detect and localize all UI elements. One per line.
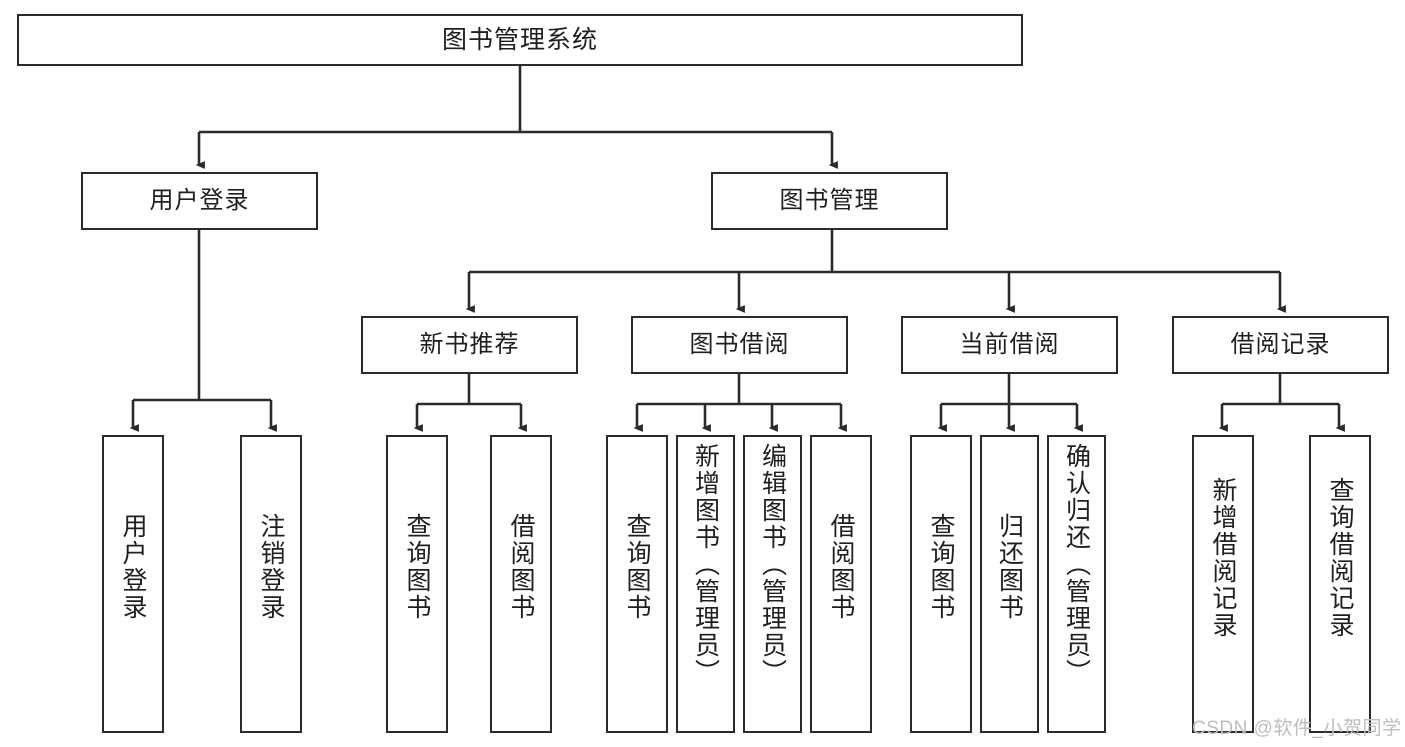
node-label: 图书管理	[779, 187, 880, 215]
leaf-borrow-book-recommend[interactable]: 借阅图书	[490, 435, 552, 733]
node-label: 新书推荐	[419, 331, 520, 359]
node-label: 用户登录	[149, 187, 250, 215]
node-label: 新增借阅记录	[1209, 477, 1237, 639]
leaf-borrow-book[interactable]: 借阅图书	[810, 435, 872, 733]
node-label: 注销登录	[257, 513, 285, 621]
node-label: 借阅图书	[507, 513, 535, 621]
node-label: 编辑图书（管理员）	[758, 443, 787, 686]
leaf-query-book-current[interactable]: 查询图书	[910, 435, 972, 733]
node-user-login[interactable]: 用户登录	[81, 172, 318, 230]
node-label: 归还图书	[995, 513, 1024, 621]
leaf-edit-book-admin[interactable]: 编辑图书（管理员）	[743, 435, 802, 733]
node-label: 查询借阅记录	[1326, 477, 1354, 639]
node-label: 查询图书	[403, 513, 431, 621]
node-label: 图书管理系统	[441, 25, 598, 54]
leaf-add-book-admin[interactable]: 新增图书（管理员）	[676, 435, 735, 733]
node-book-management[interactable]: 图书管理	[711, 172, 948, 230]
leaf-query-borrow-record[interactable]: 查询借阅记录	[1309, 435, 1371, 733]
node-label: 借阅记录	[1230, 331, 1331, 359]
node-label: 用户登录	[119, 513, 147, 621]
node-label: 新增图书（管理员）	[691, 443, 720, 686]
node-label: 借阅图书	[827, 513, 855, 621]
leaf-query-book-recommend[interactable]: 查询图书	[386, 435, 448, 733]
node-label: 查询图书	[927, 513, 955, 621]
node-book-borrow[interactable]: 图书借阅	[631, 316, 848, 374]
node-label: 当前借阅	[959, 331, 1060, 359]
node-root-book-management-system[interactable]: 图书管理系统	[17, 14, 1023, 66]
leaf-add-borrow-record[interactable]: 新增借阅记录	[1192, 435, 1254, 733]
node-borrow-record[interactable]: 借阅记录	[1172, 316, 1389, 374]
leaf-logout[interactable]: 注销登录	[240, 435, 302, 733]
node-label: 查询图书	[623, 513, 651, 621]
node-label: 图书借阅	[689, 331, 790, 359]
leaf-confirm-return-admin[interactable]: 确认归还（管理员）	[1047, 435, 1106, 733]
leaf-query-book-borrow[interactable]: 查询图书	[606, 435, 668, 733]
leaf-return-book[interactable]: 归还图书	[980, 435, 1039, 733]
node-label: 确认归还（管理员）	[1062, 443, 1091, 686]
leaf-user-login[interactable]: 用户登录	[102, 435, 164, 733]
node-new-book-recommend[interactable]: 新书推荐	[361, 316, 578, 374]
node-current-borrow[interactable]: 当前借阅	[901, 316, 1118, 374]
